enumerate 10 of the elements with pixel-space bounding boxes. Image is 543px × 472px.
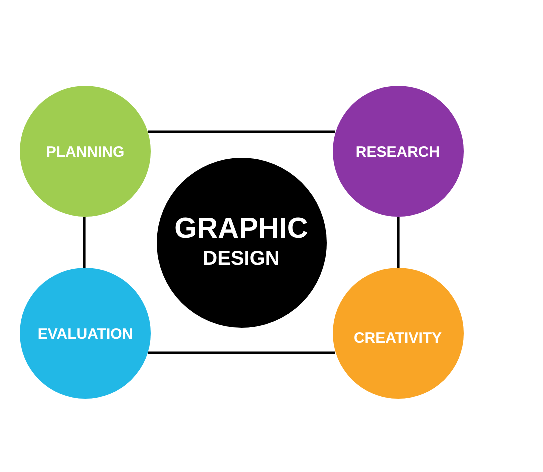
connector-line bbox=[83, 217, 86, 268]
connector-line bbox=[397, 217, 400, 268]
node-label: CREATIVITY bbox=[354, 330, 442, 346]
node-label: DESIGN bbox=[203, 248, 280, 268]
node-label: PLANNING bbox=[46, 144, 125, 160]
connector-line bbox=[148, 130, 336, 134]
connector-line bbox=[148, 352, 336, 354]
node-label: EVALUATION bbox=[38, 326, 134, 342]
node-label: GRAPHIC bbox=[174, 214, 308, 244]
node-label: RESEARCH bbox=[356, 144, 440, 160]
